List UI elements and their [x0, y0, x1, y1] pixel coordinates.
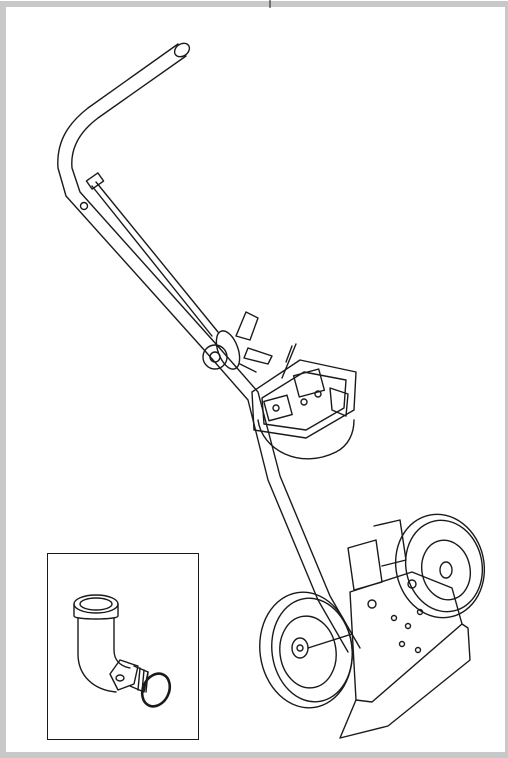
inset-detail-box	[47, 553, 199, 740]
handle-tube	[57, 42, 361, 653]
cart-base	[339, 519, 471, 739]
elbow-fitting-drawing	[73, 594, 172, 708]
elbow-fitting	[73, 594, 149, 693]
o-ring	[140, 672, 172, 708]
reel-mechanism	[251, 343, 357, 460]
control-cable	[79, 172, 219, 337]
hinge-knob	[202, 311, 273, 373]
front-wheel	[259, 591, 353, 709]
rear-wheel	[394, 513, 486, 619]
